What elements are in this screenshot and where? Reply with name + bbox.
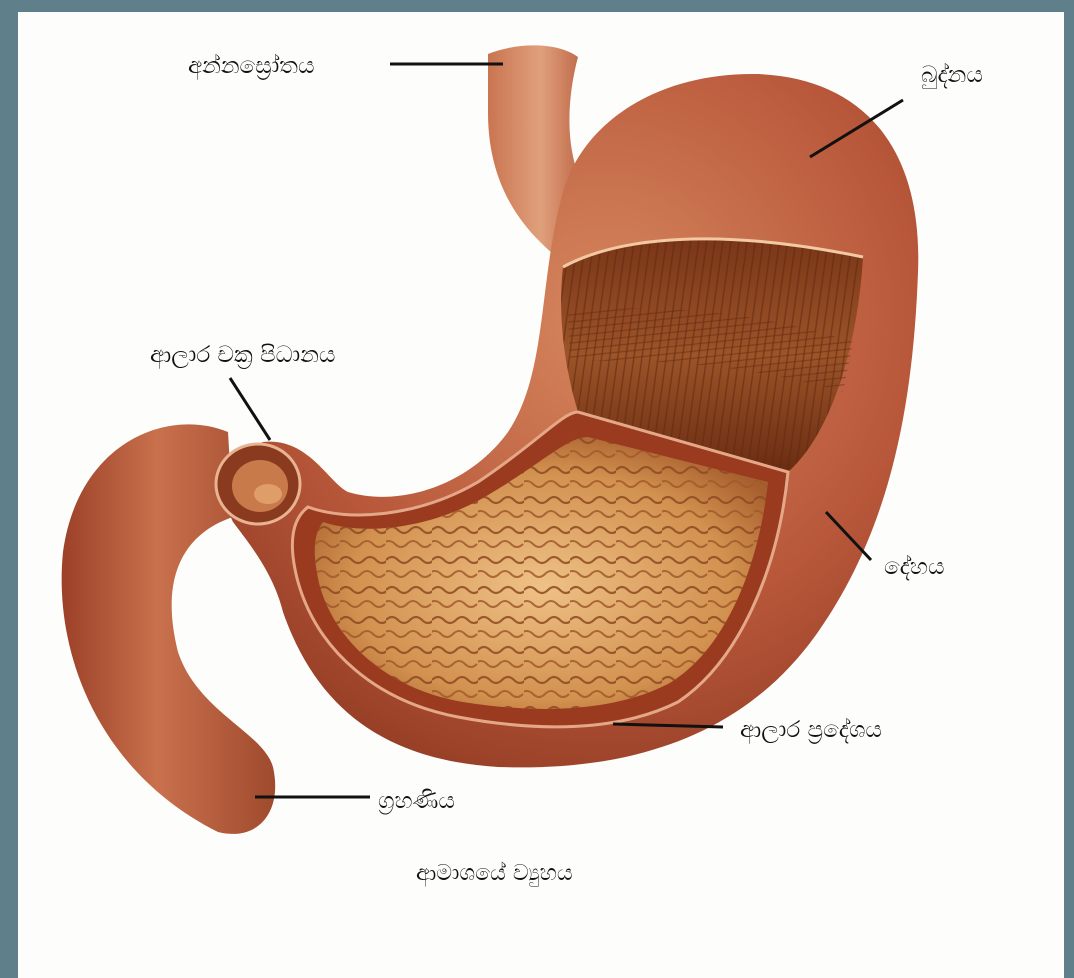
label-fundus: බුද්නය: [921, 62, 983, 89]
label-duodenum: ග්‍රහණිය: [378, 788, 455, 814]
label-pyloric-region: ආලාර ප්‍රදේශය: [740, 717, 882, 744]
stomach-diagram: අන්නස්‍රෝතය බුද්නය ආලාර චක්‍ර පිධානය දේහ…: [18, 12, 1064, 978]
label-pyloric-sphincter: ආලාර චක්‍ර පිධානය: [150, 342, 335, 369]
label-esophagus: අන්නස්‍රෝතය: [188, 53, 315, 80]
diagram-frame: අන්නස්‍රෝතය බුද්නය ආලාර චක්‍ර පිධානය දේහ…: [18, 12, 1064, 978]
label-body: දේහය: [884, 554, 945, 580]
diagram-caption: ආමාශයේ ව්‍යුහය: [416, 861, 573, 887]
sphincter-leader: [230, 378, 270, 440]
